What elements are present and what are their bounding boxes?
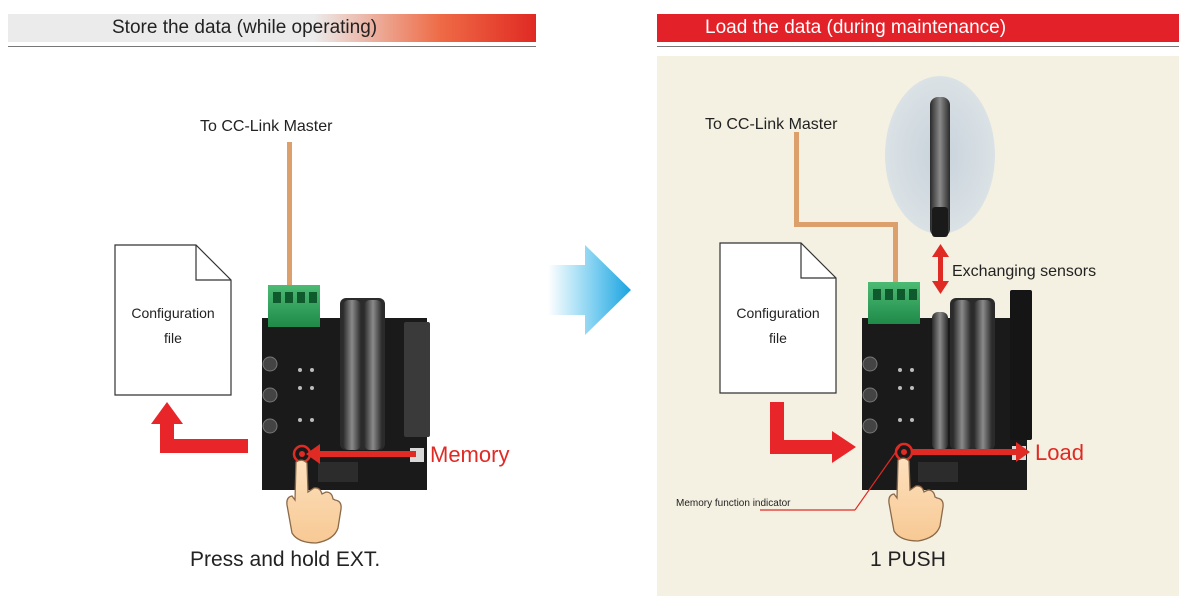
exchanging-sensors-label: Exchanging sensors [952,263,1097,280]
right-master-label: To CC-Link Master [705,116,838,133]
sensor-module [932,312,948,450]
right-heading-rule [657,46,1179,47]
left-file-label-line2: file [164,330,182,346]
terminal-block [268,285,320,327]
indicator-pointer [854,445,901,511]
replacement-sensor [930,97,950,237]
exchange-arrow [932,244,949,294]
memory-label: Memory [430,442,510,467]
memory-arrow [306,444,416,464]
load-arrow [912,442,1030,462]
right-heading-text: Load the data (during maintenance) [705,17,1007,38]
cc-link-cable [287,142,292,297]
left-heading-rule [8,46,536,47]
memory-function-indicator-label: Memory function indicator [676,498,791,509]
left-section-heading: Store the data (while operating) [8,14,536,42]
left-master-label: To CC-Link Master [200,118,333,135]
controller-unit [862,282,1032,490]
load-label: Load [1035,440,1084,465]
terminal-block [868,282,920,324]
configuration-file-icon [114,244,232,396]
sensor-module [953,300,971,450]
cc-link-cable [794,132,799,227]
right-section-heading: Load the data (during maintenance) [657,14,1179,42]
right-diagram [719,76,1032,542]
sensor-module [343,300,361,450]
left-file-label-line1: Configuration [131,305,215,321]
hand-icon [286,459,342,544]
sensor-module [974,300,992,450]
left-caption: Press and hold EXT. [190,548,381,571]
right-caption: 1 PUSH [870,548,946,571]
right-file-label-line2: file [769,330,787,346]
configuration-file-icon [719,242,837,394]
file-to-device-arrow [770,402,856,463]
controller-unit [262,285,430,490]
right-file-label-line1: Configuration [736,305,820,321]
transition-arrow [548,245,631,335]
left-heading-text: Store the data (while operating) [112,17,378,38]
hand-icon [888,457,944,542]
sensor-module [364,300,382,450]
left-diagram [114,142,430,544]
store-to-file-arrow [151,402,248,453]
